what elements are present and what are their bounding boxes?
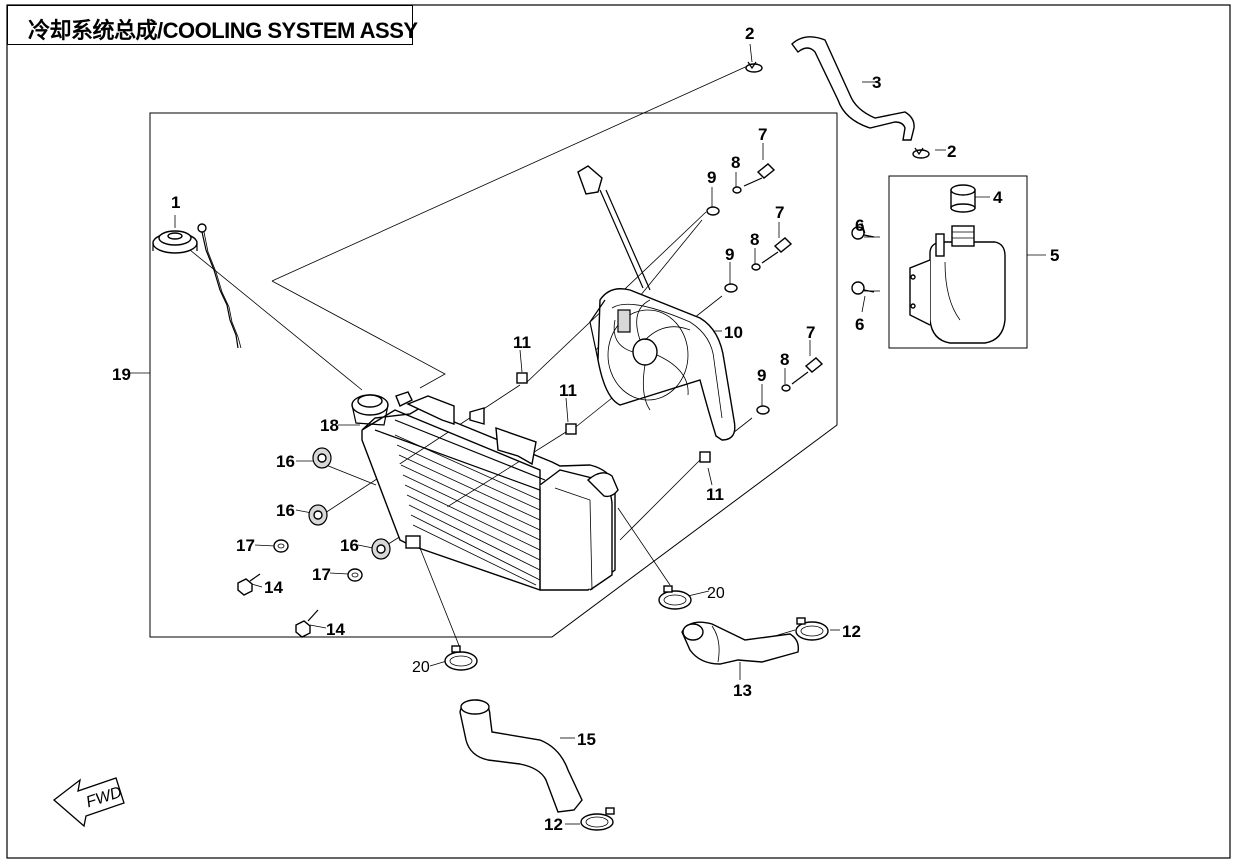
radiator-assy-frame — [149, 112, 838, 638]
callout-8-c: 8 — [780, 350, 789, 369]
callout-6-lower: 6 — [855, 315, 864, 334]
collar-2 — [347, 568, 363, 582]
callout-7-b: 7 — [775, 203, 784, 222]
callout-16-a: 16 — [276, 452, 295, 471]
coolant-hose-lower — [459, 699, 583, 813]
hose-clamp-20-lower — [444, 645, 478, 671]
callout-11-b: 11 — [559, 381, 577, 400]
grommet-3 — [371, 538, 391, 560]
callout-2-upper: 2 — [745, 24, 754, 43]
callout-9-a: 9 — [707, 168, 716, 187]
fan-bolt-set-2 — [724, 237, 793, 293]
callout-5: 5 — [1050, 246, 1059, 265]
callout-13: 13 — [733, 681, 752, 700]
hose-clamp-20-right — [658, 585, 692, 610]
callout-6-upper: 6 — [855, 216, 864, 235]
hose-clamp-right — [795, 617, 829, 641]
cooling-fan — [577, 165, 736, 441]
mount-bolt-2 — [295, 609, 319, 638]
callout-8-b: 8 — [750, 230, 759, 249]
callout-14-b: 14 — [326, 620, 345, 639]
collar-1 — [273, 539, 289, 553]
fan-bolt-set-3 — [756, 357, 824, 415]
callout-10: 10 — [724, 323, 743, 342]
callout-2-lower: 2 — [947, 142, 956, 161]
diagram-title: 冷却系统总成/COOLING SYSTEM ASSY — [28, 18, 418, 43]
tank-cap — [950, 184, 976, 213]
nut-1 — [516, 372, 528, 384]
radiator-cap — [152, 223, 242, 349]
grommet-1 — [312, 447, 332, 469]
tank-bolt-lower — [851, 281, 875, 295]
title-box: 冷却系统总成/COOLING SYSTEM ASSY — [7, 5, 418, 45]
callout-15: 15 — [577, 730, 596, 749]
callout-labels: 1 2 2 3 4 5 6 6 7 7 7 8 8 8 9 9 9 10 11 … — [112, 24, 1059, 834]
callout-20-lower: 20 — [412, 659, 430, 676]
callout-19: 19 — [112, 365, 131, 384]
fan-bolt-set-1 — [706, 163, 776, 216]
callout-12-bottom: 12 — [544, 815, 563, 834]
nut-2 — [565, 423, 577, 435]
callout-20-right: 20 — [707, 585, 725, 602]
coolant-hose-right — [681, 621, 800, 665]
hose-clip-lower — [912, 147, 930, 159]
callout-11-c: 11 — [706, 485, 724, 504]
callout-1: 1 — [171, 193, 180, 212]
callout-9-c: 9 — [757, 366, 766, 385]
callout-17-b: 17 — [312, 565, 331, 584]
callout-9-b: 9 — [725, 245, 734, 264]
radiator — [351, 391, 619, 591]
callout-18: 18 — [320, 416, 339, 435]
leader-lines — [130, 43, 1046, 825]
callout-17-a: 17 — [236, 536, 255, 555]
callout-16-b: 16 — [276, 501, 295, 520]
overflow-hose — [791, 36, 915, 141]
mount-bolt-1 — [237, 573, 261, 596]
hose-clamp-bottom — [580, 807, 615, 831]
grommet-2 — [308, 504, 328, 526]
callout-11-a: 11 — [513, 333, 531, 352]
tank-assy-frame — [888, 175, 1028, 349]
nut-3 — [699, 451, 711, 463]
callout-4: 4 — [993, 188, 1003, 207]
callout-7-c: 7 — [806, 323, 815, 342]
callout-16-c: 16 — [340, 536, 359, 555]
callout-7-a: 7 — [758, 125, 767, 144]
callout-3: 3 — [872, 73, 881, 92]
outer-frame — [6, 4, 1231, 859]
callout-12-right: 12 — [842, 622, 861, 641]
tank-bolt-upper — [851, 226, 875, 240]
callout-8-a: 8 — [731, 153, 740, 172]
coolant-tank — [909, 225, 1006, 344]
forward-arrow: FWD — [52, 777, 125, 828]
hose-clip-upper — [745, 61, 763, 73]
callout-14-a: 14 — [264, 578, 283, 597]
